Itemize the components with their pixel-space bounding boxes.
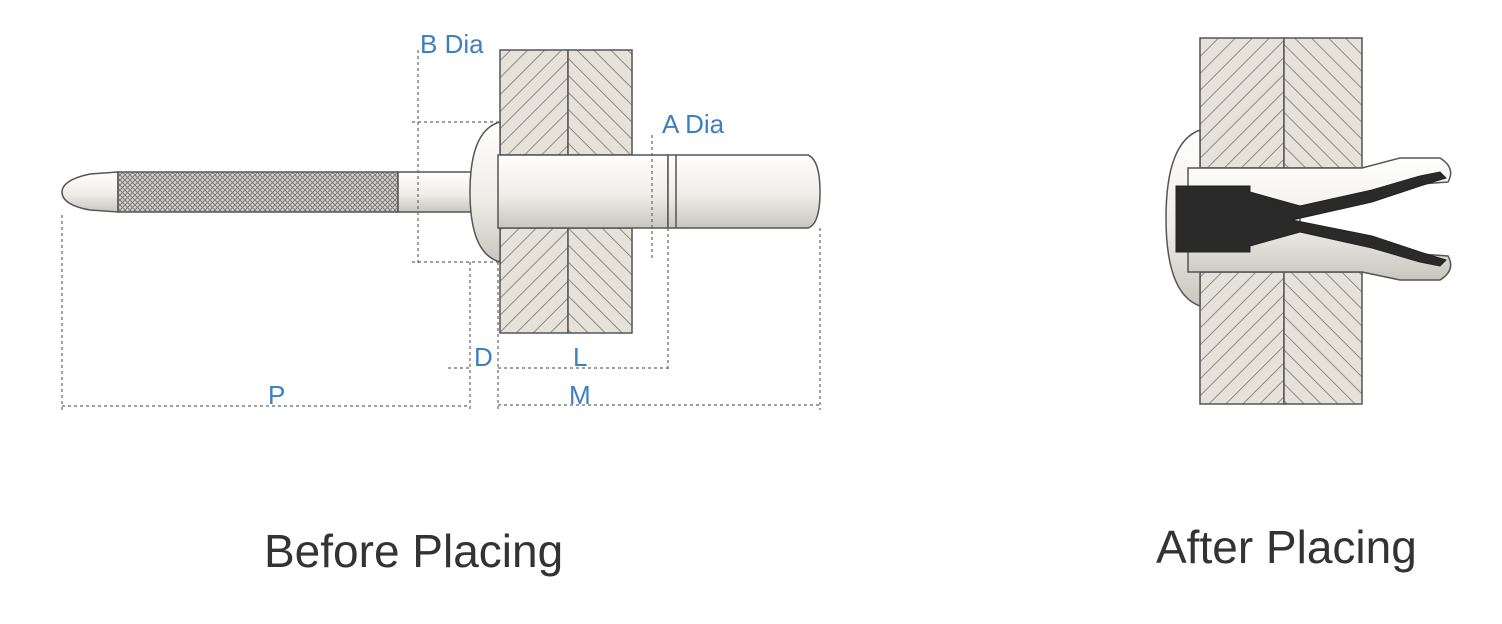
plate-left bbox=[499, 49, 569, 334]
b-dia-label: B Dia bbox=[420, 29, 484, 59]
rivet-body bbox=[497, 154, 821, 229]
l-label: L bbox=[573, 342, 587, 372]
d-label: D bbox=[474, 342, 493, 372]
p-label: P bbox=[268, 380, 285, 410]
plate-right bbox=[567, 49, 633, 334]
set-mandrel-core bbox=[1175, 171, 1447, 267]
m-label: M bbox=[569, 380, 591, 410]
plate-right-after bbox=[1283, 37, 1363, 405]
before-placing-drawing: B Dia A Dia D L M P bbox=[61, 29, 821, 410]
before-placing-caption: Before Placing bbox=[264, 525, 564, 577]
mandrel bbox=[61, 171, 475, 213]
after-placing-drawing bbox=[1165, 37, 1452, 405]
plate-left-after bbox=[1199, 37, 1285, 405]
after-placing-caption: After Placing bbox=[1156, 521, 1417, 573]
dimension-lines bbox=[61, 50, 821, 410]
a-dia-label: A Dia bbox=[662, 109, 725, 139]
rivet-head bbox=[469, 121, 501, 263]
